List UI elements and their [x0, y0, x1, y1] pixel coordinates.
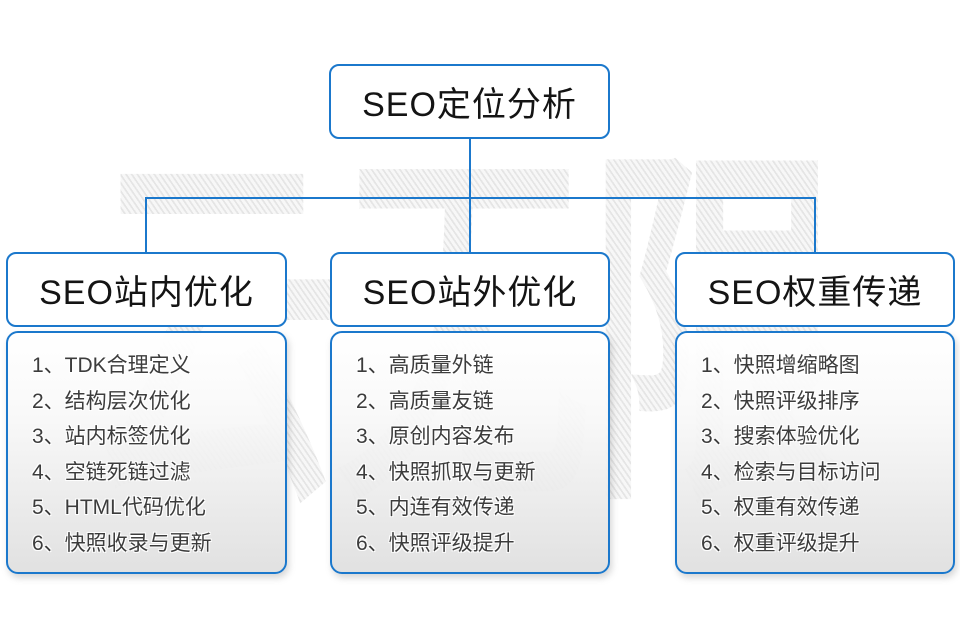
list-item: 6、权重评级提升 — [701, 531, 860, 555]
list-item: 2、高质量友链 — [356, 389, 494, 413]
list-item: 4、空链死链过滤 — [32, 460, 191, 484]
list-item: 1、快照增缩略图 — [701, 354, 860, 377]
root-node: SEO定位分析 — [329, 64, 610, 139]
header-node-weight: SEO权重传递 — [675, 252, 955, 327]
connector-root-stem — [469, 139, 471, 197]
list-item: 5、内连有效传递 — [356, 496, 515, 520]
list-panel-offsite: 1、高质量外链 2、高质量友链 3、原创内容发布 4、快照抓取与更新 5、内连有… — [330, 331, 610, 574]
list-item: 3、站内标签优化 — [32, 425, 191, 449]
connector-horizontal — [145, 197, 816, 199]
list-item: 1、TDK合理定义 — [32, 354, 191, 377]
list-item: 3、原创内容发布 — [356, 425, 515, 449]
list-panel-weight: 1、快照增缩略图 2、快照评级排序 3、搜索体验优化 4、检索与目标访问 5、权… — [675, 331, 955, 574]
root-node-label: SEO定位分析 — [362, 86, 577, 124]
connector-drop-onsite — [145, 197, 147, 252]
list-item: 6、快照收录与更新 — [32, 531, 212, 555]
list-item: 6、快照评级提升 — [356, 531, 515, 555]
list-item: 4、快照抓取与更新 — [356, 460, 536, 484]
list-item: 2、结构层次优化 — [32, 389, 191, 413]
connector-drop-offsite — [469, 197, 471, 252]
header-node-offsite: SEO站外优化 — [330, 252, 610, 327]
list-item: 4、检索与目标访问 — [701, 460, 881, 484]
list-item: 5、权重有效传递 — [701, 496, 860, 520]
header-node-onsite: SEO站内优化 — [6, 252, 287, 327]
list-panel-onsite: 1、TDK合理定义 2、结构层次优化 3、站内标签优化 4、空链死链过滤 5、H… — [6, 331, 287, 574]
connector-drop-weight — [814, 197, 816, 252]
header-onsite-label: SEO站内优化 — [39, 274, 254, 312]
header-weight-label: SEO权重传递 — [707, 274, 923, 312]
list-item: 2、快照评级排序 — [701, 389, 860, 413]
list-item: 1、高质量外链 — [356, 354, 494, 377]
list-item: 5、HTML代码优化 — [32, 496, 206, 520]
list-item: 3、搜索体验优化 — [701, 425, 860, 449]
header-offsite-label: SEO站外优化 — [362, 274, 578, 312]
